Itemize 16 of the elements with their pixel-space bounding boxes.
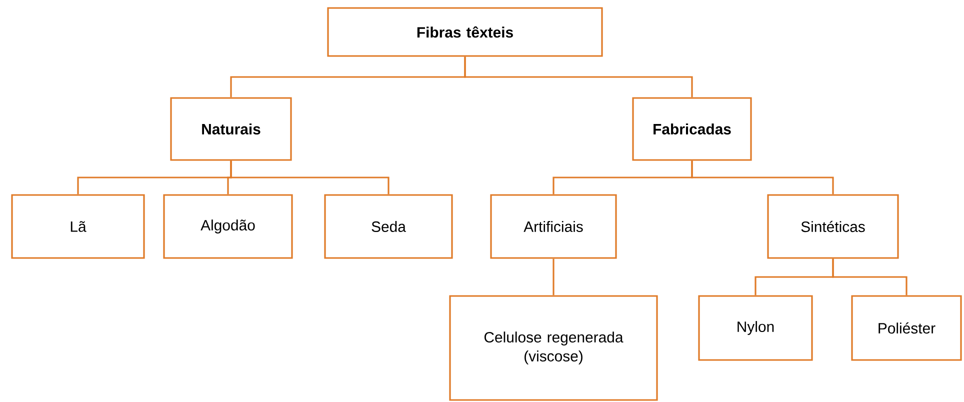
- category-box: Fibras têxteis: [327, 7, 603, 57]
- category-box: Celulose regenerada (viscose): [449, 295, 658, 401]
- category-box: Nylon: [698, 295, 813, 361]
- category-box: Fabricadas: [632, 97, 752, 161]
- category-box: Poliéster: [851, 295, 962, 361]
- category-box: Algodão: [163, 194, 293, 259]
- category-box: Sintéticas: [767, 194, 899, 259]
- connector-line: [691, 160, 834, 194]
- category-box: Lã: [11, 194, 145, 259]
- category-box: Naturais: [170, 97, 292, 161]
- category-box: Seda: [324, 194, 453, 259]
- connector-line: [230, 160, 390, 194]
- connector-line: [464, 56, 693, 98]
- connector-line: [832, 258, 908, 296]
- category-box: Artificiais: [490, 194, 617, 259]
- connector-line: [552, 258, 554, 296]
